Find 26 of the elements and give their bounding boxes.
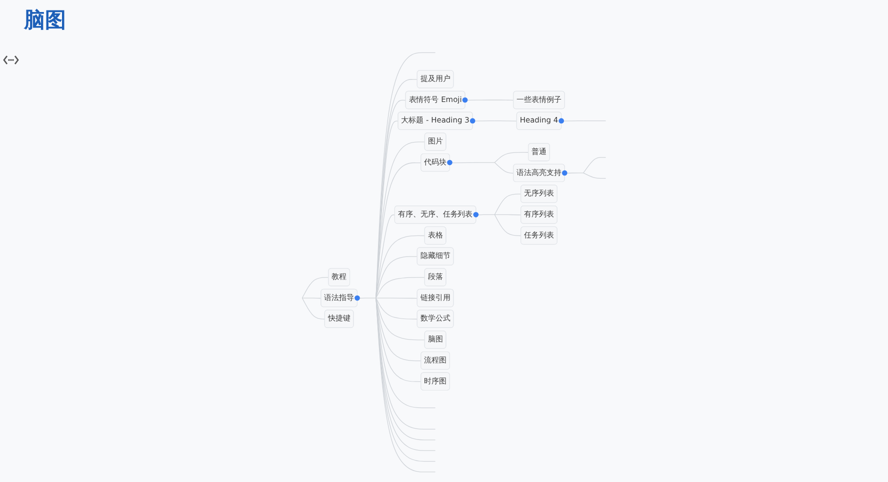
connector <box>464 100 495 101</box>
connector <box>494 162 514 174</box>
connector <box>376 277 426 298</box>
connector <box>561 120 584 122</box>
connector <box>564 172 584 174</box>
connector <box>357 298 376 299</box>
connector <box>476 214 495 216</box>
connector <box>302 298 322 299</box>
connector <box>583 172 606 179</box>
connector <box>376 298 418 320</box>
connector <box>494 214 522 216</box>
connector <box>583 120 606 122</box>
connector <box>450 162 495 164</box>
connector <box>376 256 418 298</box>
connector <box>494 152 529 163</box>
connector <box>494 120 518 122</box>
connector <box>376 298 418 299</box>
connector <box>494 194 522 215</box>
connector <box>376 298 426 340</box>
connector <box>583 157 606 174</box>
connector <box>302 298 326 320</box>
connector <box>494 214 522 236</box>
diagram-title: 脑图 <box>24 7 66 34</box>
connector <box>494 100 514 101</box>
connector <box>302 277 329 298</box>
connector <box>472 120 495 122</box>
